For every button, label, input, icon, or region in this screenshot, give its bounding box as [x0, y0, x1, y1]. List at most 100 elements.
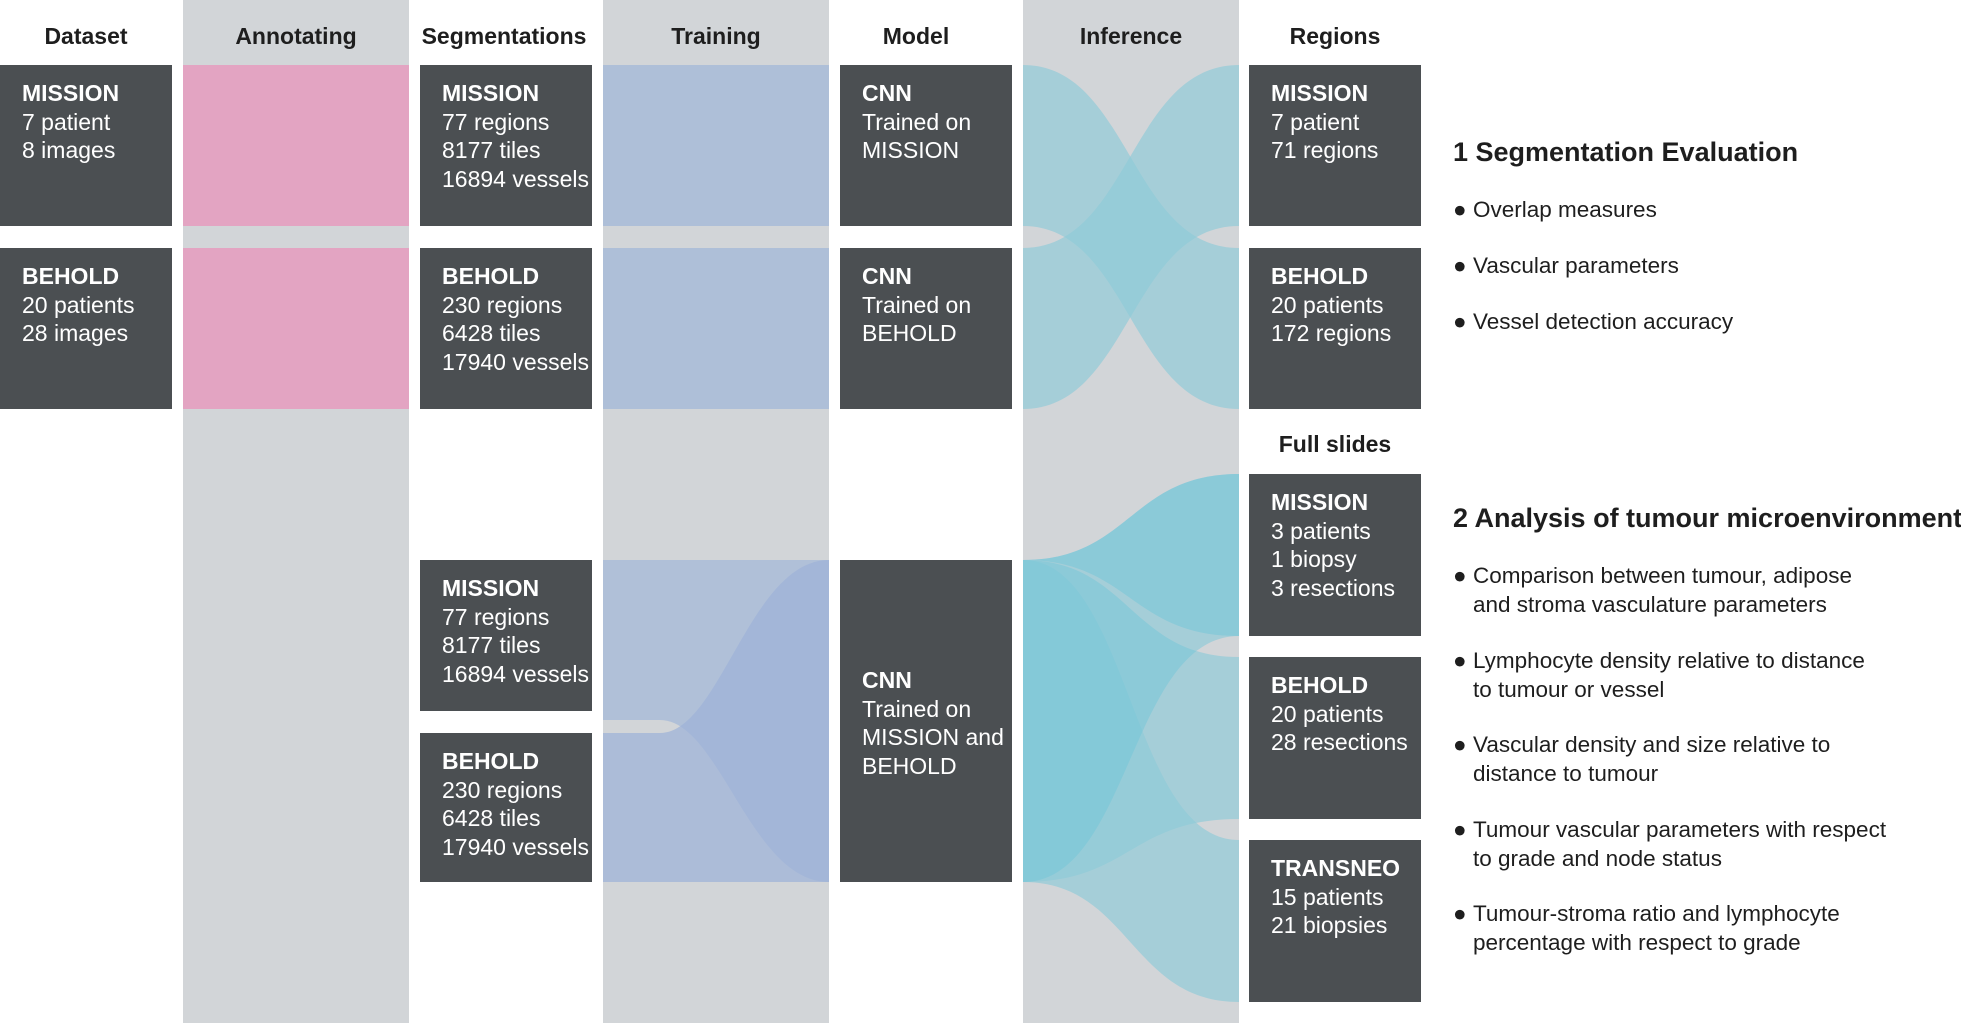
bullet-dot-icon: ●: [1453, 817, 1467, 842]
box-line: 230 regions: [442, 776, 563, 803]
inference-flow-to-transneo-full: [1023, 560, 1239, 1002]
section1-bullet: ● Vessel detection accuracy: [1453, 308, 1953, 337]
header-regions: Regions: [1289, 23, 1381, 49]
full-slides-box-behold: BEHOLD 20 patients 28 resections: [1249, 657, 1421, 819]
box-line: 230 regions: [442, 291, 563, 318]
box-title: MISSION: [1271, 489, 1369, 515]
bullet-text: Lymphocyte density relative to distance: [1473, 648, 1865, 673]
box-line: 3 patients: [1271, 517, 1371, 544]
box-line: 172 regions: [1271, 320, 1392, 346]
box-line: 8177 tiles: [442, 632, 541, 658]
box-line: 1 biopsy: [1271, 546, 1357, 572]
box-line: 7 patient: [22, 108, 111, 135]
training-fill-behold: [603, 248, 829, 409]
box-line: 77 regions: [442, 108, 550, 135]
box-title: MISSION: [1271, 80, 1369, 106]
bullet-text: Vessel detection accuracy: [1473, 309, 1734, 334]
box-line: 6428 tiles: [442, 320, 541, 346]
full-slides-box-transneo: TRANSNEO 15 patients 21 biopsies: [1249, 840, 1421, 1002]
bullet-dot-icon: ●: [1453, 648, 1467, 673]
box-title: CNN: [862, 80, 912, 106]
box-title: BEHOLD: [442, 263, 540, 289]
bullet-dot-icon: ●: [1453, 197, 1467, 222]
regions-box-mission: MISSION 7 patient 71 regions: [1249, 65, 1421, 226]
bullet-text: distance to tumour: [1473, 760, 1659, 786]
bullet-text: to grade and node status: [1473, 845, 1722, 871]
box-line: 20 patients: [22, 291, 135, 318]
box-title: BEHOLD: [22, 263, 120, 289]
segmentation-box-behold: BEHOLD 230 regions 6428 tiles 17940 vess…: [420, 248, 592, 409]
section2-bullet: ● Tumour-stroma ratio and lymphocyte per…: [1453, 900, 1953, 957]
annotating-fill-mission: [183, 65, 409, 226]
box-line: 16894 vessels: [442, 165, 590, 192]
box-line: BEHOLD: [862, 320, 957, 346]
box-line: Trained on: [862, 291, 972, 318]
box-line: 15 patients: [1271, 883, 1384, 910]
box-line: 17940 vessels: [442, 833, 590, 860]
box-line: MISSION and: [862, 724, 1004, 750]
bullet-dot-icon: ●: [1453, 563, 1467, 588]
header-dataset: Dataset: [44, 23, 128, 49]
bullet-text: Overlap measures: [1473, 197, 1657, 222]
model-box-cnn-combined: CNN Trained on MISSION and BEHOLD: [840, 560, 1012, 882]
box-title: CNN: [862, 263, 912, 289]
box-line: 7 patient: [1271, 108, 1360, 135]
section1-title: 1 Segmentation Evaluation: [1453, 137, 1799, 167]
header-segmentations: Segmentations: [421, 23, 587, 49]
box-title: MISSION: [442, 80, 540, 106]
box-line: 21 biopsies: [1271, 912, 1388, 938]
header-annotating: Annotating: [235, 23, 357, 49]
dataset-box-behold: BEHOLD 20 patients 28 images: [0, 248, 172, 409]
box-line: 71 regions: [1271, 137, 1379, 163]
section2-bullet: ● Tumour vascular parameters with respec…: [1453, 816, 1953, 873]
box-line: MISSION: [862, 137, 960, 163]
inference-flow-to-mission-full: [1023, 474, 1239, 636]
bullet-text: percentage with respect to grade: [1473, 929, 1801, 955]
bullet-text: and stroma vasculature parameters: [1473, 591, 1827, 617]
segmentation-box-mission-combined: MISSION 77 regions 8177 tiles 16894 vess…: [420, 560, 592, 711]
full-slides-box-mission: MISSION 3 patients 1 biopsy 3 resections: [1249, 474, 1421, 636]
box-title: BEHOLD: [1271, 672, 1369, 698]
box-line: 16894 vessels: [442, 660, 590, 687]
bullet-text: Tumour vascular parameters with respect: [1473, 817, 1887, 842]
training-flow-behold: [603, 560, 829, 882]
header-inference: Inference: [1079, 23, 1183, 49]
box-title: TRANSNEO: [1271, 855, 1401, 881]
box-title: MISSION: [442, 575, 540, 601]
box-line: 20 patients: [1271, 291, 1384, 318]
section2-bullet: ● Lymphocyte density relative to distanc…: [1453, 647, 1953, 704]
bullet-dot-icon: ●: [1453, 309, 1467, 334]
box-line: 8177 tiles: [442, 137, 541, 163]
segmentation-box-mission: MISSION 77 regions 8177 tiles 16894 vess…: [420, 65, 592, 226]
bullet-text: Vascular density and size relative to: [1473, 732, 1831, 757]
header-model: Model: [882, 23, 950, 49]
box-line: 20 patients: [1271, 700, 1384, 727]
bullet-text: Comparison between tumour, adipose: [1473, 563, 1852, 588]
box-line: 17940 vessels: [442, 348, 590, 375]
segmentation-box-behold-combined: BEHOLD 230 regions 6428 tiles 17940 vess…: [420, 733, 592, 882]
section2-bullet: ● Vascular density and size relative to …: [1453, 731, 1953, 788]
full-slides-label: Full slides: [1278, 431, 1392, 457]
bullet-dot-icon: ●: [1453, 253, 1467, 278]
box-line: Trained on: [862, 108, 972, 135]
training-fill-mission: [603, 65, 829, 226]
annotating-fill-behold: [183, 248, 409, 409]
model-box-cnn-behold: CNN Trained on BEHOLD: [840, 248, 1012, 409]
box-title: MISSION: [22, 80, 120, 106]
dataset-box-mission: MISSION 7 patient 8 images: [0, 65, 172, 226]
bullet-text: Vascular parameters: [1473, 253, 1679, 278]
model-box-cnn-mission: CNN Trained on MISSION: [840, 65, 1012, 226]
box-line: 8 images: [22, 137, 116, 163]
bullet-dot-icon: ●: [1453, 732, 1467, 757]
inference-flow-behold-to-mission: [1023, 65, 1239, 409]
box-title: CNN: [862, 667, 912, 693]
box-line: Trained on: [862, 695, 972, 722]
bullet-text: Tumour-stroma ratio and lymphocyte: [1473, 901, 1840, 926]
bullet-text: to tumour or vessel: [1473, 676, 1665, 702]
box-line: 6428 tiles: [442, 805, 541, 831]
inference-flow-mission-upper: [1023, 474, 1239, 882]
box-line: 3 resections: [1271, 574, 1396, 601]
box-line: 28 images: [22, 320, 129, 346]
section2-bullet: ● Comparison between tumour, adipose and…: [1453, 562, 1953, 619]
